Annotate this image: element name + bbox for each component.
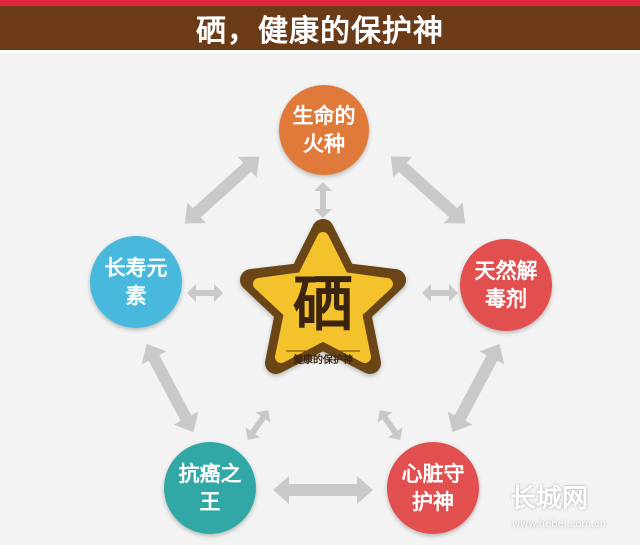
arrow-center-top [314, 182, 332, 218]
header-banner: 硒，健康的保护神 [0, 6, 640, 50]
arrow-center-bottomleft [245, 410, 271, 440]
node-bottom-right: 心脏守护神 [387, 442, 479, 534]
arrow-center-left [187, 284, 223, 302]
watermark-brand: 长城网 [510, 484, 589, 514]
arrow-right-bottomright [447, 343, 505, 433]
node-top-label: 生命的火种 [292, 104, 356, 156]
top-accent-bar [0, 0, 640, 6]
node-left-circle [90, 236, 182, 328]
center-star-inner [253, 232, 393, 363]
arrow-top-left [184, 156, 260, 224]
header-divider [0, 50, 640, 53]
node-top: 生命的火种 [279, 85, 369, 175]
watermark-url: www.hebei.com.cn [512, 519, 607, 530]
node-top-circle [279, 85, 369, 175]
arrow-left-bottomleft [141, 343, 199, 433]
center-subtitle: 健康的保护神 [293, 355, 353, 366]
node-bottom-left: 抗癌之王 [164, 442, 256, 534]
node-bottom-right-circle [387, 442, 479, 534]
page-title: 硒，健康的保护神 [196, 14, 444, 49]
arrow-center-right [422, 284, 458, 302]
node-bottom-left-label: 抗癌之王 [178, 462, 242, 514]
arrow-top-right [390, 156, 466, 224]
node-right-circle [460, 239, 552, 331]
center-element-char: 硒 [293, 270, 353, 340]
node-left-label: 长寿元素 [104, 256, 168, 308]
arrow-bottom [273, 476, 373, 504]
arrow-center-bottomright [377, 410, 403, 440]
node-left: 长寿元素 [90, 236, 182, 328]
node-right: 天然解毒剂 [460, 239, 552, 331]
node-bottom-left-circle [164, 442, 256, 534]
node-bottom-right-label: 心脏守护神 [401, 462, 465, 514]
node-right-label: 天然解毒剂 [474, 259, 538, 311]
